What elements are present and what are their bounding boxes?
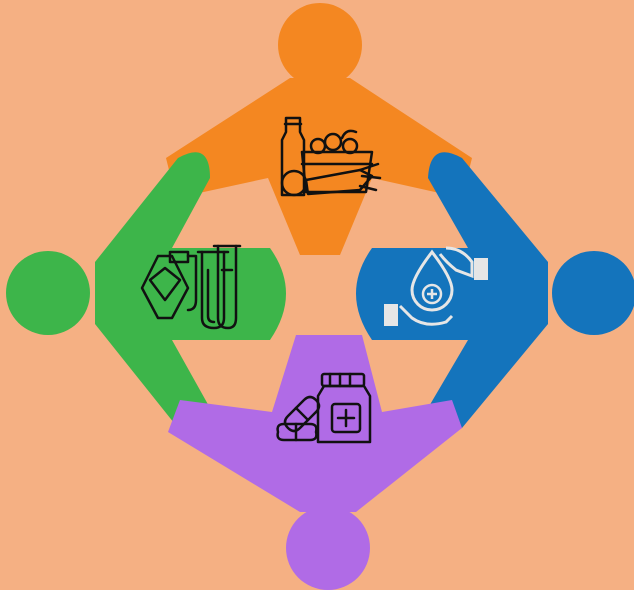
green-body [95, 152, 286, 432]
purple-body [168, 335, 462, 512]
lab-flask-test-tube-icon [140, 244, 242, 330]
groceries-icon [280, 116, 382, 197]
green-figure [6, 152, 286, 432]
medicine-bottle-pills-icon [276, 372, 372, 444]
orange-figure [166, 3, 472, 255]
blue-head [552, 251, 634, 335]
orange-body [166, 78, 472, 255]
orange-head [278, 3, 362, 87]
green-head [6, 251, 90, 335]
purple-head [286, 506, 370, 590]
purple-figure [168, 335, 462, 590]
hands-blood-drop-icon [384, 246, 488, 326]
